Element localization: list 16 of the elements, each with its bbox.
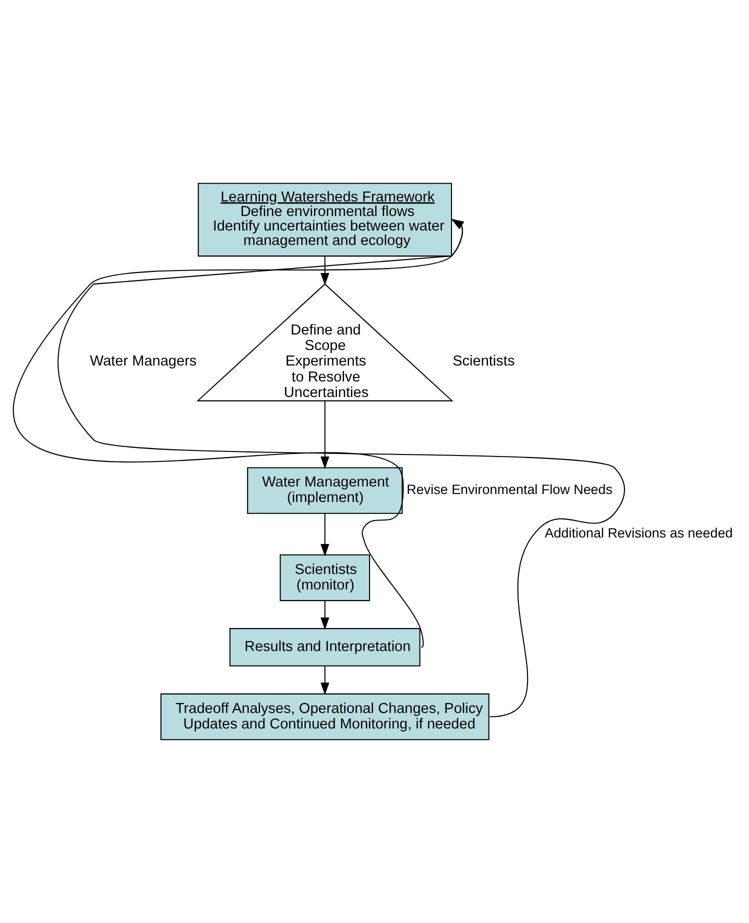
node-box: Scientists (monitor)	[279, 554, 370, 602]
node-label: Water Managers	[89, 354, 196, 370]
node-box: Tradeoff Analyses, Operational Changes, Policy Updates and Continued Monitoring, if needed	[160, 693, 489, 740]
node-box: Learning Watersheds Framework Define environmental flows Identify uncertainties between water management and ecology	[197, 182, 452, 257]
arrow	[320, 666, 329, 696]
arrow	[320, 256, 329, 286]
arrow	[320, 600, 329, 630]
node-box: Water Management (implement)	[246, 467, 402, 514]
arrow	[14, 218, 464, 648]
edge-label: Revise Environmental Flow Needs	[406, 482, 612, 498]
node-box: Results and Interpretation	[228, 628, 420, 666]
arrow	[320, 514, 329, 556]
node-label: Scientists	[452, 354, 514, 370]
arrow	[320, 400, 329, 469]
arrow	[57, 218, 624, 718]
edge-label: Additional Revisions as needed	[544, 526, 732, 541]
